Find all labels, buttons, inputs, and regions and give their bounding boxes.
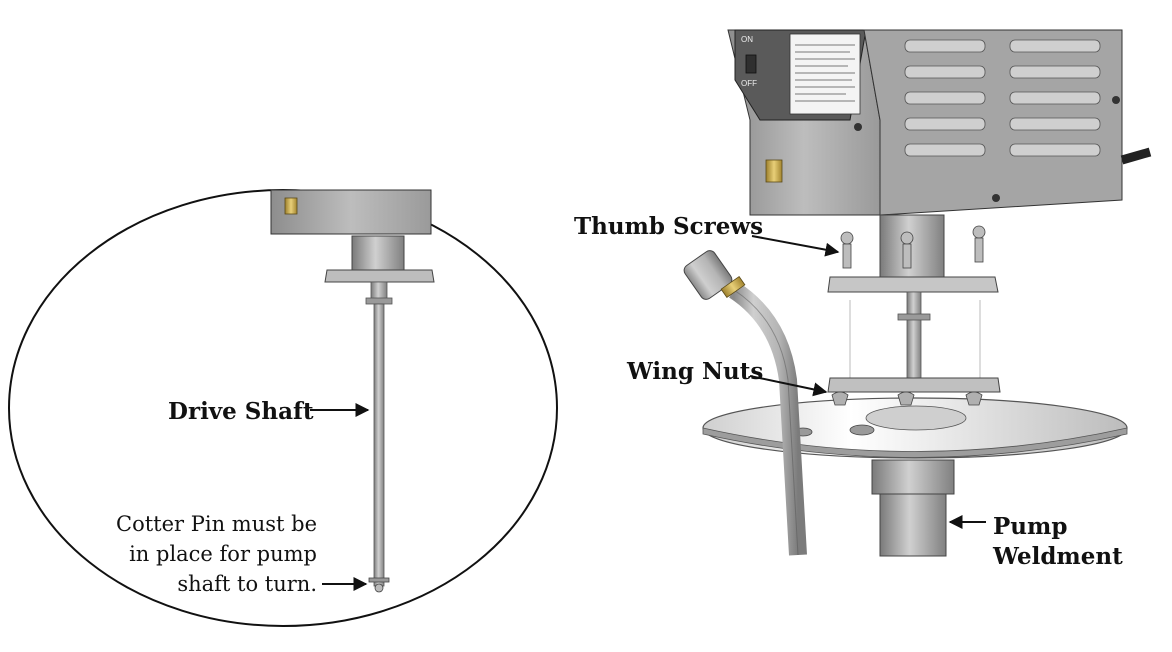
pump-weldment: [879, 493, 947, 557]
drum-lid-edge: [702, 427, 1128, 458]
assembly-shaft-collar: [897, 313, 931, 321]
control-panel-text: [795, 44, 855, 102]
power-cord: [1120, 147, 1152, 165]
wing-nuts-arrow: [749, 375, 828, 397]
housing-brass-fitting: [765, 159, 783, 183]
switch-button: [745, 54, 757, 74]
inset-brass-fitting: [284, 197, 298, 215]
thumb-screws-arrow: [751, 235, 840, 257]
motor-coupling: [879, 214, 945, 278]
thumb-screws-label: Thumb Screws: [574, 213, 764, 240]
inset-shaft-collar: [365, 297, 393, 305]
inset-coupling: [351, 235, 405, 271]
lower-mount-plate: [827, 377, 1001, 393]
cotter-pin-note-line3: shaft to turn.: [177, 572, 317, 596]
pump-weldment-label-line2: Weldment: [993, 543, 1123, 570]
thumb-screws: [840, 225, 986, 269]
wing-nuts: [831, 391, 983, 406]
hose-fitting: [683, 250, 733, 300]
drive-shaft: [373, 303, 385, 587]
pump-weldment-label: Pump Weldment: [993, 512, 1123, 572]
lid-hub: [865, 405, 967, 431]
cotter-pin-note-line2: in place for pump: [129, 542, 317, 566]
inset-motor-housing: [270, 189, 432, 235]
housing-louvers: [904, 39, 1101, 157]
drive-shaft-label: Drive Shaft: [168, 398, 314, 425]
wing-nuts-label: Wing Nuts: [627, 358, 764, 385]
top-mount-plate: [827, 276, 999, 293]
on-switch-label: ON: [741, 35, 753, 44]
cotter-pin-note: Cotter Pin must be in place for pump sha…: [116, 509, 317, 599]
off-switch-label: OFF: [741, 79, 757, 88]
housing-screw: [992, 194, 1000, 202]
hose-brass-ring: [720, 276, 746, 298]
inset-mount-plate: [324, 269, 435, 283]
housing-screw: [854, 123, 862, 131]
control-panel-sticker: [789, 33, 861, 115]
cotter-pin-note-line1: Cotter Pin must be: [116, 512, 317, 536]
lid-bolt: [849, 424, 875, 436]
assembly-drive-shaft: [906, 291, 922, 383]
drive-shaft-inset: [8, 189, 558, 627]
pump-collar: [871, 459, 955, 495]
pump-weldment-label-line1: Pump: [993, 513, 1068, 540]
cotter-pin: [368, 577, 390, 593]
pump-assembly: ON OFF: [683, 29, 1152, 557]
housing-screw: [1112, 96, 1120, 104]
